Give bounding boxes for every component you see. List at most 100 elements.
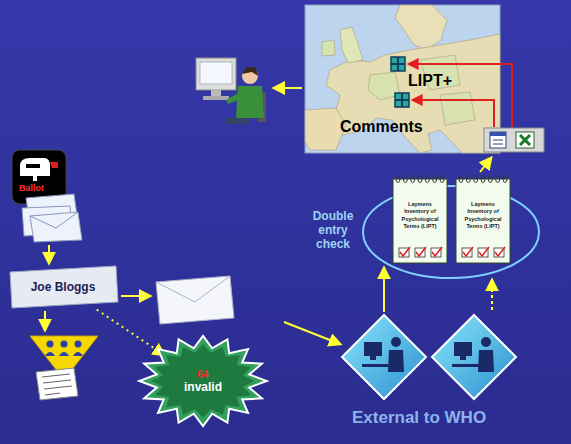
ballot-box: Ballot	[12, 150, 86, 242]
data-entry-operator	[432, 315, 516, 399]
meeting-icon	[42, 374, 72, 395]
lipt-form-outline	[393, 179, 447, 263]
map-marker	[395, 93, 409, 107]
data-entry-operator	[362, 364, 392, 367]
europe-map	[322, 40, 335, 56]
europe-map	[395, 5, 447, 50]
map-marker	[395, 93, 409, 107]
ballot-label: Ballot	[19, 183, 44, 193]
ballot-envelope: Joe Bloggs	[8, 266, 118, 308]
burst-label: invalid	[184, 380, 222, 394]
computer-user	[211, 90, 221, 96]
data-entry-operator	[370, 356, 376, 360]
lipt-form-outline	[488, 176, 492, 183]
lipt-form-outline	[432, 247, 442, 256]
lipt-form-outline	[415, 248, 425, 257]
lipt-form-outline	[474, 176, 478, 183]
flow-arrow	[274, 87, 302, 89]
spreadsheet-icons	[490, 132, 506, 148]
meeting-icon	[75, 341, 82, 348]
lipt-form-outline	[463, 247, 473, 256]
lipt-form-outline	[399, 248, 409, 257]
opened-envelope	[156, 276, 230, 302]
double-entry-group-outline	[363, 186, 539, 278]
ballot-box-outline	[30, 212, 78, 228]
note-label: External to WHO	[352, 408, 486, 428]
lipt-form-outline	[494, 248, 504, 257]
lipt-form: Laymens Inventory of Psychological Terms…	[393, 175, 447, 263]
reject-arrow	[97, 310, 164, 355]
map-marker	[391, 57, 409, 107]
double-entry-group-outline	[362, 185, 540, 279]
flow-arrow	[491, 280, 493, 310]
data-entry-operator	[391, 337, 401, 347]
lipt-form-outline	[433, 176, 437, 183]
spreadsheet-icons	[490, 132, 506, 136]
flow-arrow	[45, 158, 492, 344]
data-entry-operator	[342, 315, 516, 399]
form-title: Laymens Inventory of Psychological Terms…	[460, 201, 506, 230]
spreadsheet-icons	[493, 140, 503, 144]
envelope-name: Joe Bloggs	[31, 280, 96, 294]
lipt-form-outline	[456, 179, 510, 263]
lipt-form-outline	[416, 247, 426, 256]
spreadsheet-icons	[516, 132, 534, 148]
data-entry-operator	[452, 364, 482, 367]
lipt-form-outline	[403, 176, 407, 183]
data-entry-operator	[388, 350, 404, 372]
data-entry-operator	[460, 356, 466, 360]
computer-user	[200, 62, 232, 84]
spreadsheet-icons	[484, 128, 544, 152]
map-region: LIPT+Comments	[305, 5, 500, 153]
meeting-icon	[47, 341, 54, 348]
europe-map	[305, 5, 500, 153]
ballot-box-outline	[30, 212, 82, 242]
flow-arrow	[121, 295, 150, 297]
lipt-form-outline	[503, 176, 507, 183]
lipt-form-outline	[462, 248, 472, 257]
form-title: Laymens Inventory of Psychological Terms…	[397, 201, 443, 230]
meeting-icon	[36, 368, 78, 400]
flow-arrow	[383, 268, 385, 312]
lipt-form-outline	[478, 248, 488, 257]
invalid-burst-outline	[139, 336, 266, 426]
map-marker	[391, 57, 405, 71]
meeting-icon	[45, 352, 83, 356]
computer-user	[226, 92, 244, 104]
lipt-form-outline	[396, 176, 400, 183]
data-link	[409, 64, 512, 127]
europe-map	[305, 108, 346, 150]
computer-user	[242, 67, 258, 76]
computer-user	[196, 58, 236, 90]
europe-map	[368, 55, 475, 125]
ballot-box-outline	[20, 158, 50, 176]
opened-envelope	[156, 276, 234, 324]
ballot-box-outline	[12, 150, 86, 242]
map-label: LIPT+	[408, 72, 452, 90]
opened-envelope	[156, 276, 234, 324]
lipt-form-outline	[431, 248, 441, 257]
ballot-box-outline	[33, 176, 37, 181]
computer-user	[196, 58, 266, 124]
flow-arrow	[284, 322, 340, 344]
ballot-box-outline	[26, 164, 40, 168]
flow-arrow	[44, 311, 46, 330]
ballot-box-outline	[50, 162, 58, 168]
lipt-form-outline	[411, 176, 415, 183]
group-label: Double entry check	[308, 209, 358, 251]
spreadsheet-icons	[484, 128, 544, 152]
lipt-form-outline	[418, 176, 422, 183]
data-entry-operator	[478, 350, 494, 372]
europe-map	[305, 5, 500, 153]
data-entry-operator	[342, 315, 426, 399]
ballot-envelope-outline	[10, 266, 118, 308]
map-marker	[391, 57, 405, 71]
lipt-form-outline	[496, 176, 500, 183]
meeting-icon	[61, 341, 68, 348]
lipt-form-outline	[425, 176, 429, 183]
lipt-form-outline	[466, 176, 470, 183]
lipt-form: Laymens Inventory of Psychological Terms…	[456, 175, 510, 263]
lipt-form-outline	[459, 176, 463, 183]
